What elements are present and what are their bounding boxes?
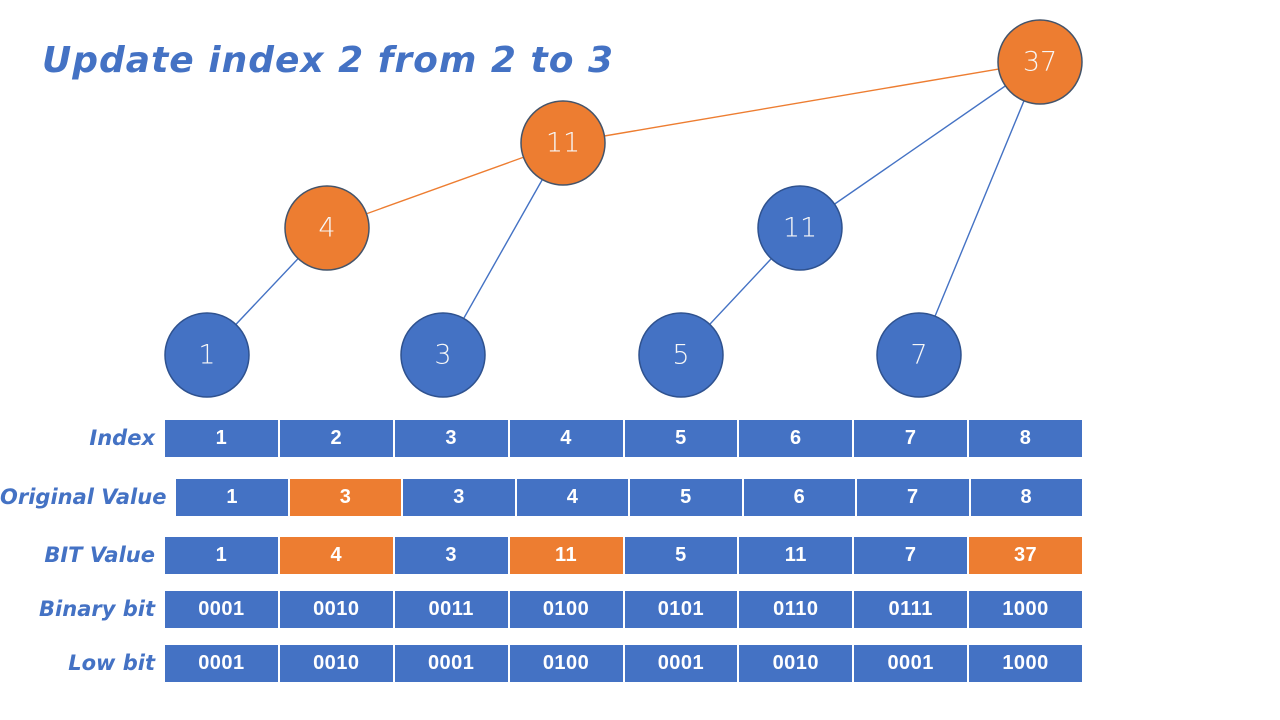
- table-cell-original-6: 6: [743, 479, 856, 516]
- table-cell-original-7: 7: [857, 479, 969, 516]
- table-cell-bit-3: 3: [394, 537, 508, 574]
- table-cell-lowbit-4: 0100: [509, 645, 623, 682]
- tree-node-root-37: 37: [997, 19, 1083, 105]
- tree-node-circle: [400, 312, 486, 398]
- tree-node-circle: [638, 312, 724, 398]
- tree-node-label: 4: [318, 213, 335, 244]
- tree-node-label: 7: [910, 340, 927, 371]
- table-cell-lowbit-5: 0001: [624, 645, 738, 682]
- row-label-binary: Binary bit: [39, 597, 155, 621]
- row-label-lowbit: Low bit: [68, 651, 155, 675]
- table-cell-index-3: 3: [394, 420, 508, 457]
- tree-edge-node-11a-root-37: [562, 61, 1041, 144]
- table-cell-original-2: 3: [289, 479, 402, 516]
- page-title: Update index 2 from 2 to 3: [42, 40, 615, 81]
- tree-node-circle: [284, 185, 370, 271]
- table-cell-binary-5: 0101: [624, 591, 738, 628]
- tree-node-circle: [757, 185, 843, 271]
- table-cell-index-7: 7: [854, 420, 968, 457]
- tree-node-circle: [164, 312, 250, 398]
- table-cell-bit-6: 11: [739, 537, 853, 574]
- table-cell-original-1: 1: [176, 479, 288, 516]
- tree-node-node-11b: 11: [757, 185, 843, 271]
- table-cell-lowbit-2: 0010: [279, 645, 393, 682]
- row-label-index: Index: [89, 426, 155, 450]
- tree-node-leaf-1: 1: [164, 312, 250, 398]
- table-cell-original-3: 3: [403, 479, 515, 516]
- table-cell-index-8: 8: [969, 420, 1082, 457]
- table-cell-binary-4: 0100: [509, 591, 623, 628]
- table-cell-index-6: 6: [739, 420, 853, 457]
- tree-node-label: 5: [672, 340, 689, 371]
- table-cell-binary-8: 1000: [969, 591, 1082, 628]
- table-cell-original-8: 8: [970, 479, 1082, 516]
- table-cell-bit-8: 37: [969, 537, 1082, 574]
- table-cell-binary-7: 0111: [854, 591, 968, 628]
- tree-node-label: 37: [1023, 47, 1057, 78]
- row-label-bit: BIT Value: [44, 543, 155, 567]
- table-cell-binary-1: 0001: [165, 591, 278, 628]
- table-cell-lowbit-7: 0001: [854, 645, 968, 682]
- tree-node-leaf-3: 3: [400, 312, 486, 398]
- table-cell-lowbit-8: 1000: [969, 645, 1082, 682]
- tree-edge-node-11b-root-37: [799, 61, 1041, 229]
- tree-node-label: 11: [783, 213, 817, 244]
- table-cell-bit-1: 1: [165, 537, 278, 574]
- table-cell-bit-7: 7: [854, 537, 968, 574]
- table-cell-bit-5: 5: [624, 537, 738, 574]
- tree-node-circle: [997, 19, 1083, 105]
- table-cell-index-4: 4: [509, 420, 623, 457]
- row-label-original: Original Value: [0, 485, 167, 509]
- table-cell-bit-2: 4: [279, 537, 393, 574]
- table-cell-index-5: 5: [624, 420, 738, 457]
- tree-node-label: 1: [198, 340, 215, 371]
- tree-node-leaf-5: 5: [638, 312, 724, 398]
- table-cell-lowbit-1: 0001: [165, 645, 278, 682]
- table-cell-binary-2: 0010: [279, 591, 393, 628]
- table-cell-lowbit-6: 0010: [739, 645, 853, 682]
- table-cell-bit-4: 11: [509, 537, 623, 574]
- tree-node-circle: [520, 100, 606, 186]
- table-cell-index-2: 2: [279, 420, 393, 457]
- tree-node-leaf-7: 7: [876, 312, 962, 398]
- table-cell-lowbit-3: 0001: [394, 645, 508, 682]
- fenwick-tree-diagram: 1 3 5 7 4 11 11 37: [164, 19, 1083, 398]
- table-cell-binary-3: 0011: [394, 591, 508, 628]
- table-cell-original-4: 4: [516, 479, 629, 516]
- table-cell-binary-6: 0110: [739, 591, 853, 628]
- tree-node-label: 11: [546, 128, 580, 159]
- tree-node-label: 3: [434, 340, 451, 371]
- table-cell-index-1: 1: [165, 420, 278, 457]
- tree-node-circle: [876, 312, 962, 398]
- tree-edge-leaf-7-root-37: [918, 61, 1041, 356]
- table-cell-original-5: 5: [630, 479, 742, 516]
- tree-node-node-11a: 11: [520, 100, 606, 186]
- tree-node-node-4: 4: [284, 185, 370, 271]
